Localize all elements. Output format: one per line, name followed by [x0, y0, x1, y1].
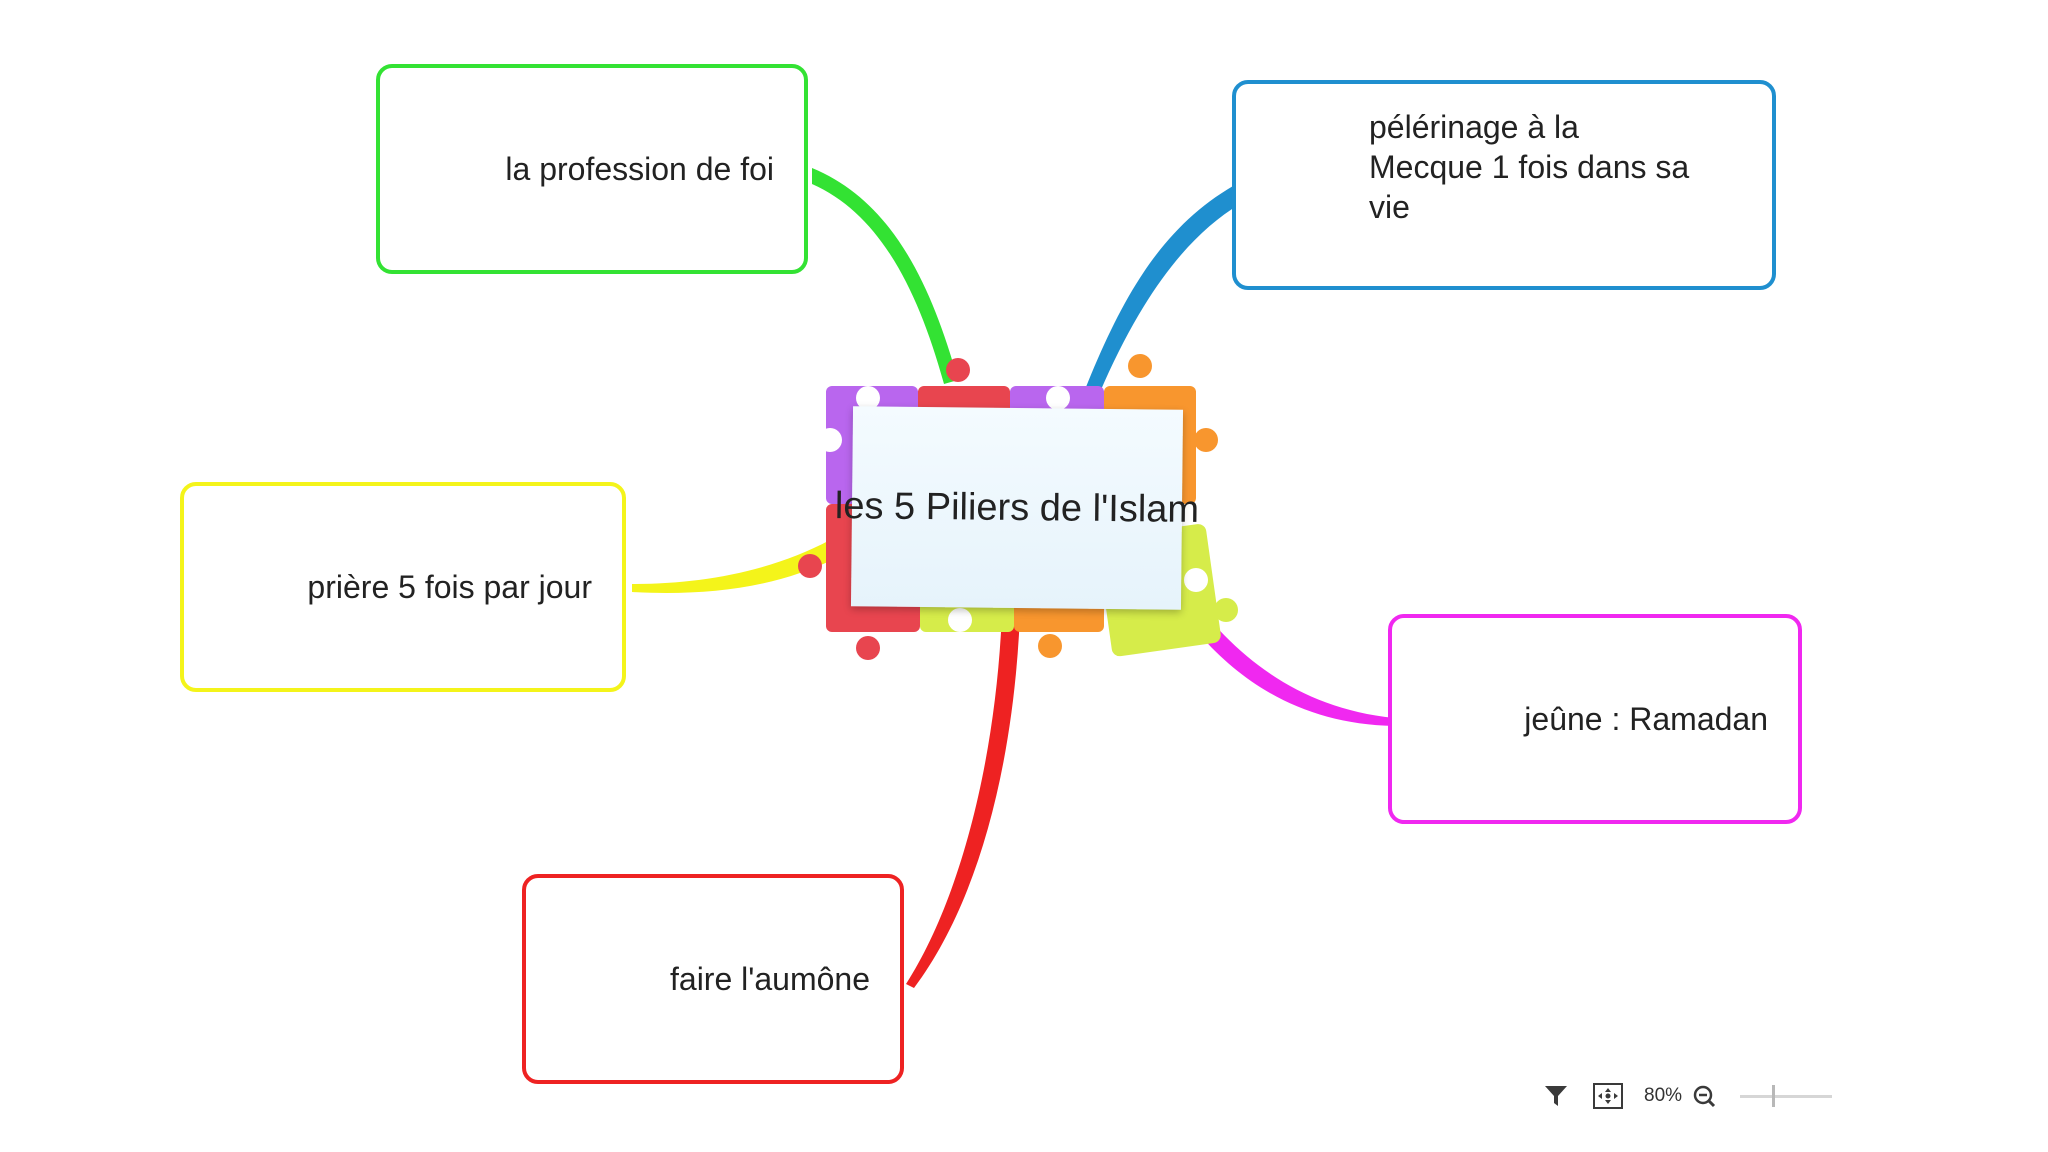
puzzle-hole [948, 608, 972, 632]
puzzle-hole [1184, 568, 1208, 592]
status-bar: 80% [1540, 1074, 1840, 1118]
puzzle-hole [856, 386, 880, 410]
puzzle-knob [946, 358, 970, 382]
topic-node-priere[interactable]: prière 5 fois par jour [180, 482, 626, 692]
topic-label-profession: la profession de foi [505, 151, 774, 187]
zoom-slider-track [1740, 1095, 1833, 1098]
puzzle-hole [818, 428, 842, 452]
fit-to-screen-icon[interactable] [1592, 1080, 1624, 1112]
connector-priere [632, 540, 836, 593]
topic-label-pelerinage: pélérinage à la Mecque 1 fois dans sa vi… [1369, 109, 1690, 225]
topic-node-profession[interactable]: la profession de foi [376, 64, 808, 274]
topic-label-jeune: jeûne : Ramadan [1524, 701, 1768, 737]
connector-aumone [906, 612, 1020, 988]
filter-icon[interactable] [1540, 1080, 1572, 1112]
connector-profession [812, 168, 958, 384]
zoom-level: 80% [1644, 1085, 1683, 1106]
puzzle-knob [1128, 354, 1152, 378]
zoom-out-icon[interactable] [1688, 1080, 1720, 1112]
topic-label-aumone: faire l'aumône [670, 961, 870, 997]
puzzle-hole [1046, 386, 1070, 410]
puzzle-knob [1194, 428, 1218, 452]
central-topic-node[interactable]: les 5 Piliers de l'Islam [835, 406, 1199, 610]
connector-jeune [1180, 596, 1394, 726]
zoom-slider-thumb[interactable] [1772, 1085, 1776, 1107]
zoom-slider[interactable] [1740, 1081, 1833, 1111]
topic-node-jeune[interactable]: jeûne : Ramadan [1388, 614, 1802, 824]
puzzle-knob [1038, 634, 1062, 658]
connector-pelerinage [1080, 182, 1240, 406]
topic-node-pelerinage[interactable]: pélérinage à la Mecque 1 fois dans sa vi… [1232, 80, 1776, 290]
puzzle-knob [1214, 598, 1238, 622]
central-topic-label: les 5 Piliers de l'Islam [834, 484, 1200, 531]
topic-node-aumone[interactable]: faire l'aumône [522, 874, 904, 1084]
puzzle-knob [856, 636, 880, 660]
puzzle-knob [798, 554, 822, 578]
topic-label-priere: prière 5 fois par jour [307, 569, 592, 605]
